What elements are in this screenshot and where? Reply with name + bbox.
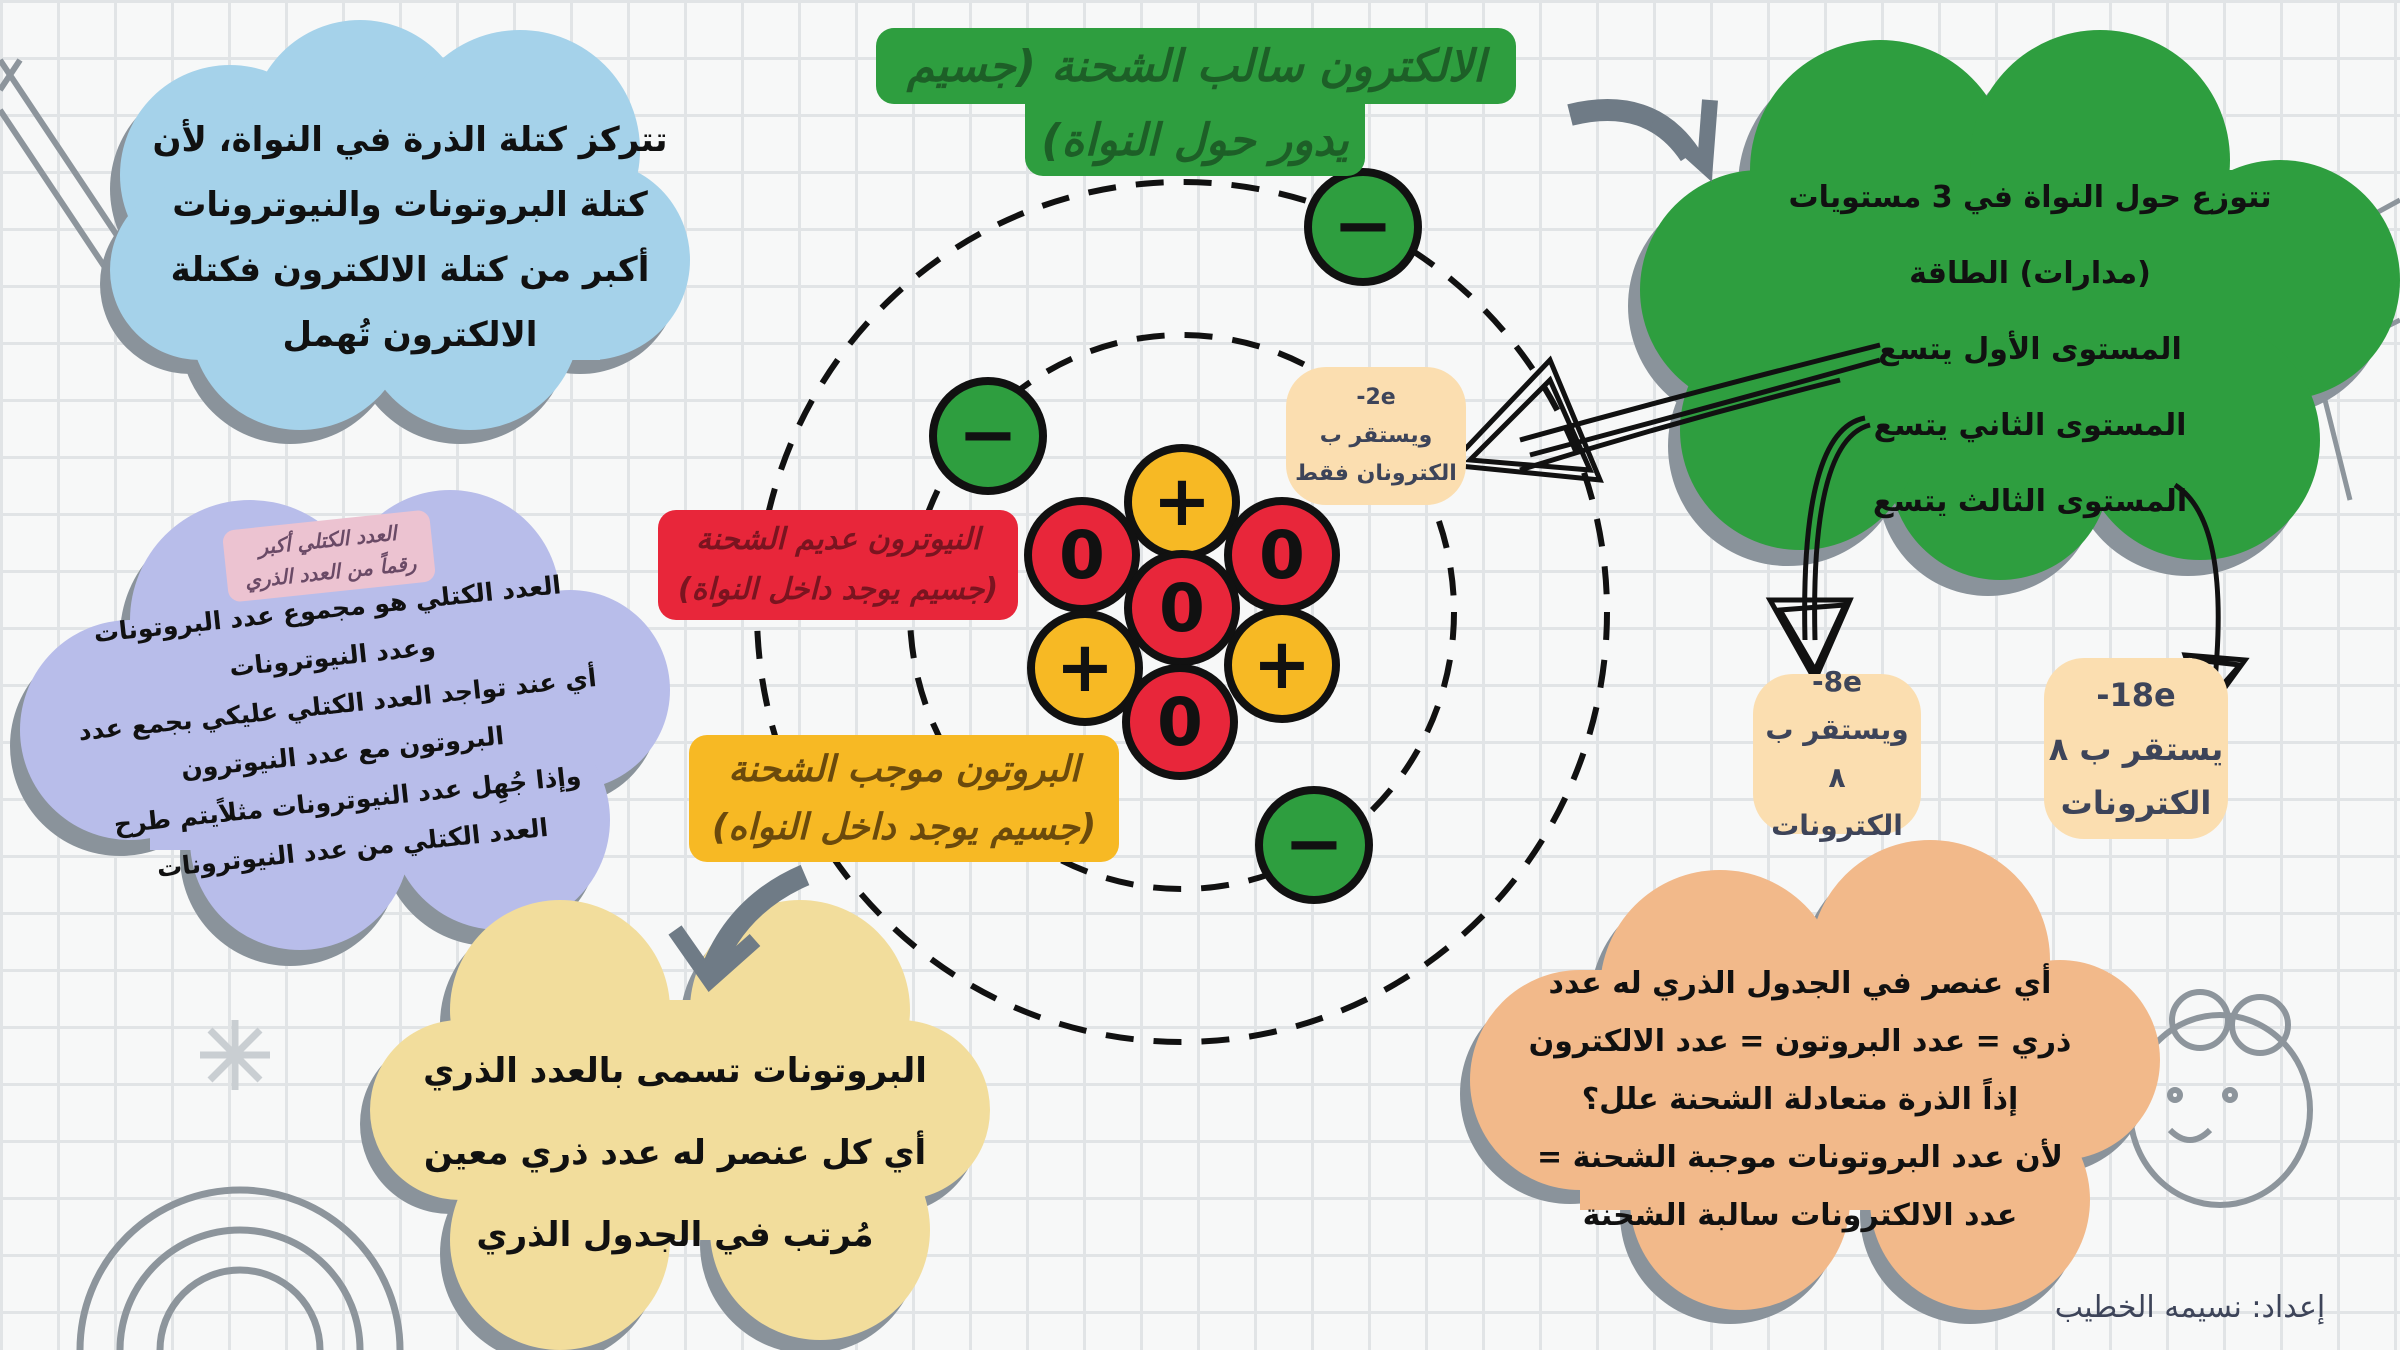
scribble-arrows <box>1444 342 2250 721</box>
arrow-head-cream <box>668 925 761 992</box>
electron: − <box>929 377 1047 495</box>
tag-line: الكترونان فقط <box>1295 461 1457 486</box>
plus-sign: + <box>1153 460 1212 542</box>
neutron-label-line: النيوترون عديم الشحنة <box>695 522 981 557</box>
text-line: (مدارات) الطاقة <box>1909 256 2151 291</box>
proton: + <box>1124 444 1240 560</box>
text-line: المستوى الثاني يتسع <box>1873 408 2187 443</box>
proton-label: البروتون موجب الشحنة (جسيم يوجد داخل الن… <box>689 735 1119 862</box>
tag-line: ويستقر ب ٨ <box>1765 713 1909 794</box>
tag-line: يستقر ب ٨ <box>2048 729 2224 768</box>
level-1-tag: 2e- ويستقر ب الكترونان فقط <box>1286 367 1466 505</box>
arrow-to-cream-cloud <box>699 864 810 979</box>
text-line: كتلة البروتونات والنيوترونات <box>172 185 648 225</box>
text-line: إذاً الذرة متعادلة الشحنة علل؟ <box>1581 1082 2019 1117</box>
electron: − <box>1255 786 1373 904</box>
neutron: 0 <box>1124 550 1240 666</box>
text-line: مُرتب في الجدول الذري <box>476 1215 874 1255</box>
tag-count: 8e- <box>1811 665 1863 698</box>
purple-cloud <box>10 490 670 966</box>
orange-cloud <box>1460 840 2160 1324</box>
neutron: 0 <box>1224 497 1340 613</box>
text-line: المستوى الأول يتسع <box>1878 332 2182 367</box>
rainbow-doodle <box>76 1186 404 1350</box>
author-signature: إعداد: نسيمه الخطيب <box>2054 1290 2326 1325</box>
electron: − <box>1304 168 1422 286</box>
proton-label-line: البروتون موجب الشحنة <box>728 748 1080 790</box>
text-line: الالكترون تُهمل <box>282 315 538 355</box>
minus-sign: − <box>1333 183 1393 267</box>
text-line: لأن عدد البروتونات موجبة الشحنة = <box>1537 1140 2063 1175</box>
electron-definition-label: الالكترون سالب الشحنة (جسيم <box>876 28 1516 104</box>
proton: + <box>1224 607 1340 723</box>
level-2-tag: 8e- ويستقر ب ٨ الكترونات <box>1753 665 1921 842</box>
zero-sign: 0 <box>1059 517 1105 594</box>
text-line: تتوزع حول النواة في 3 مستويات <box>1788 180 2272 215</box>
plus-sign: + <box>1253 623 1312 705</box>
electron-definition-label-2: يدور حول النواة) <box>1025 104 1365 176</box>
neutron: 0 <box>1024 497 1140 613</box>
proton: + <box>1027 610 1143 726</box>
neutron-label-line: (جسيم يوجد داخل النواة) <box>677 572 999 607</box>
text-line: عدد الالكترونات سالبة الشحنة <box>1582 1198 2018 1233</box>
text-line: البروتونات تسمى بالعدد الذري <box>423 1051 927 1091</box>
text-line: أي عنصر في الجدول الذري له عدد <box>1548 966 2052 1001</box>
level-3-tag: 18e- يستقر ب ٨ الكترونات <box>2044 658 2228 839</box>
proton-label-line: (جسيم يوجد داخل النواه) <box>711 806 1097 848</box>
purple-cloud-text: العدد الكتلي هو مجموع عدد البروتونات وعد… <box>46 557 633 902</box>
tag-count: 18e- <box>2096 675 2176 714</box>
orange-cloud-text: أي عنصر في الجدول الذري له عدد ذري = عدد… <box>1510 955 2090 1245</box>
neutron-label: النيوترون عديم الشحنة (جسيم يوجد داخل ال… <box>658 510 1018 620</box>
tag-line: ويستقر ب <box>1319 423 1433 448</box>
tag-line: الكترونات <box>2060 783 2212 822</box>
tag-line: الكترونات <box>1771 809 1903 842</box>
zero-sign: 0 <box>1259 517 1305 594</box>
text-line: ذري = عدد البروتون = عدد الالكترون <box>1528 1024 2072 1059</box>
green-cloud <box>1628 30 2400 596</box>
minus-sign: − <box>958 392 1018 476</box>
plus-sign: + <box>1056 626 1115 708</box>
text-line: أي كل عنصر له عدد ذري معين <box>423 1133 927 1173</box>
text-line: تتركز كتلة الذرة في النواة، لأن <box>152 120 668 160</box>
electrons: − − − <box>929 168 1422 904</box>
text-line: أكبر من كتلة الالكترون فكتلة <box>170 250 650 290</box>
blue-cloud-text: تتركز كتلة الذرة في النواة، لأن كتلة الب… <box>150 108 670 368</box>
zero-sign: 0 <box>1159 570 1205 647</box>
title-line-1: الالكترون سالب الشحنة (جسيم <box>906 40 1486 92</box>
inner-orbit <box>907 332 1457 892</box>
tag-count: 2e- <box>1356 385 1396 410</box>
arrow-head-green <box>1649 99 1718 182</box>
minus-sign: − <box>1284 801 1344 885</box>
outer-orbit <box>754 179 1610 1045</box>
text-line: المستوى الثالث يتسع <box>1872 484 2188 519</box>
cream-cloud-text: البروتونات تسمى بالعدد الذري أي كل عنصر … <box>410 1030 940 1276</box>
blue-cloud <box>100 20 690 444</box>
nucleus: + 0 0 + + 0 0 <box>1024 444 1340 780</box>
bee-doodle <box>2127 989 2313 1208</box>
neutron: 0 <box>1122 664 1238 780</box>
zero-sign: 0 <box>1157 684 1203 761</box>
green-cloud-text: تتوزع حول النواة في 3 مستويات (مدارات) ا… <box>1760 160 2300 540</box>
title-line-2: يدور حول النواة) <box>1041 114 1349 166</box>
